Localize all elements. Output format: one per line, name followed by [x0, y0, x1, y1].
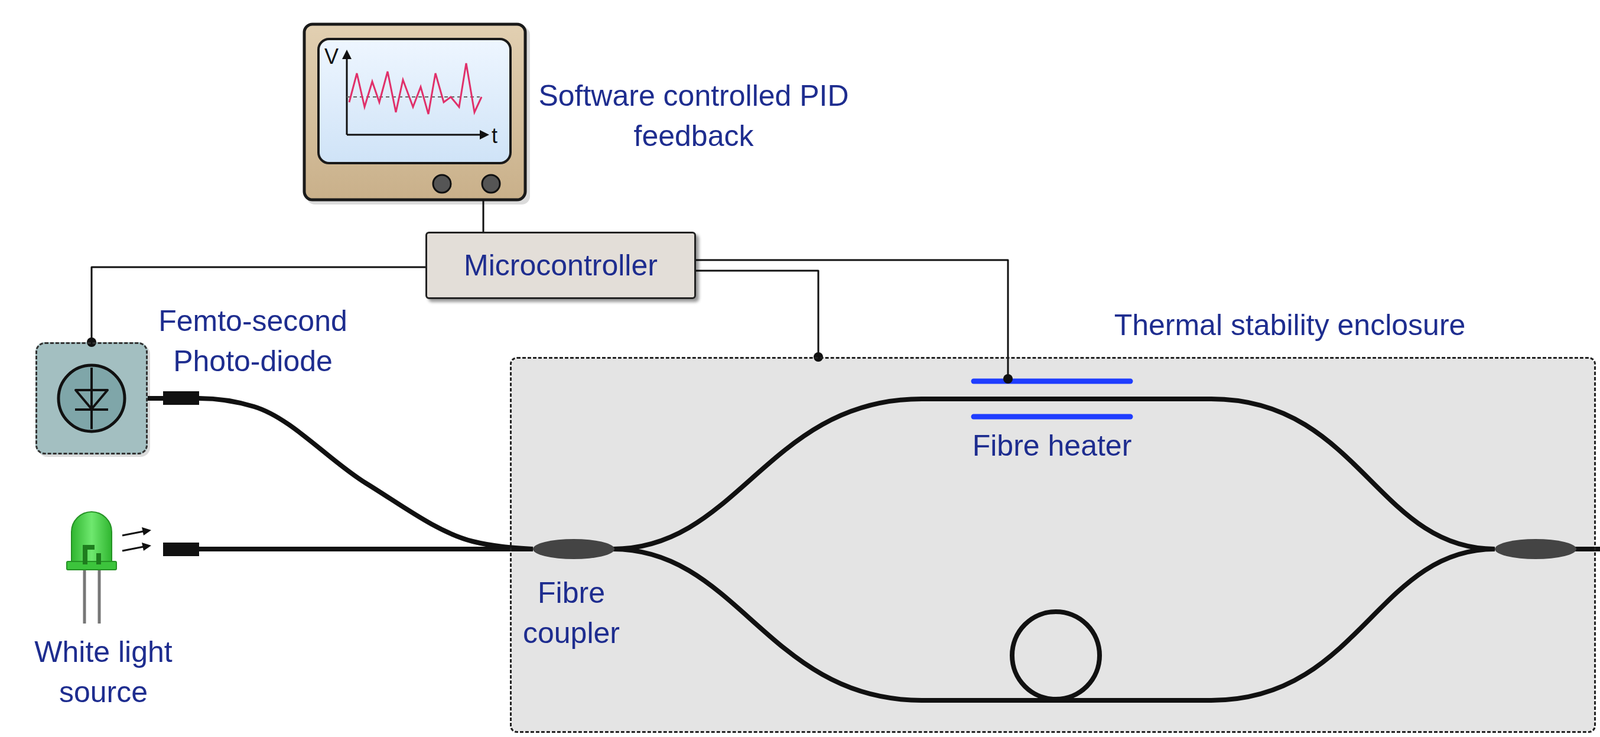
node-label: Fibre coupler	[512, 573, 631, 653]
light-source: White light source	[35, 508, 200, 627]
fibre-coupler-left	[532, 538, 615, 559]
monitor-icon	[304, 24, 530, 205]
fibre-heater: Fibre heater	[971, 378, 1133, 419]
signal-wire	[482, 199, 485, 232]
fibre-coupler-right	[1494, 538, 1577, 559]
heater-plates	[973, 381, 1131, 417]
led-symbol	[66, 511, 200, 624]
junction-dot	[1003, 374, 1013, 384]
monitor-display: Software controlled PID feedback	[304, 24, 526, 200]
microcontroller-box: Microcontroller	[425, 231, 697, 299]
signal-wire	[696, 270, 819, 357]
node-label: White light source	[8, 632, 198, 712]
node-label: Software controlled PID feedback	[528, 76, 860, 156]
axis-label: V	[324, 44, 339, 69]
node-label: Thermal stability enclosure	[1065, 305, 1515, 346]
optical-fibre	[199, 546, 533, 552]
enclosure-fill	[511, 358, 1595, 731]
fibre-arms	[612, 398, 1600, 701]
axis-label: t	[491, 124, 498, 148]
signal-wire	[696, 259, 1008, 379]
node-label: Fibre heater	[941, 425, 1163, 467]
node-label: Microcontroller	[463, 247, 658, 284]
thermal-enclosure: Fibre heaterFibre couplerThermal stabili…	[509, 356, 1596, 733]
photodiode-box: Femto-second Photo-diode	[35, 342, 148, 455]
fibre-coupler: Fibre coupler	[532, 538, 615, 559]
node-label: Femto-second Photo-diode	[128, 301, 377, 382]
optical-fibre	[147, 398, 533, 549]
